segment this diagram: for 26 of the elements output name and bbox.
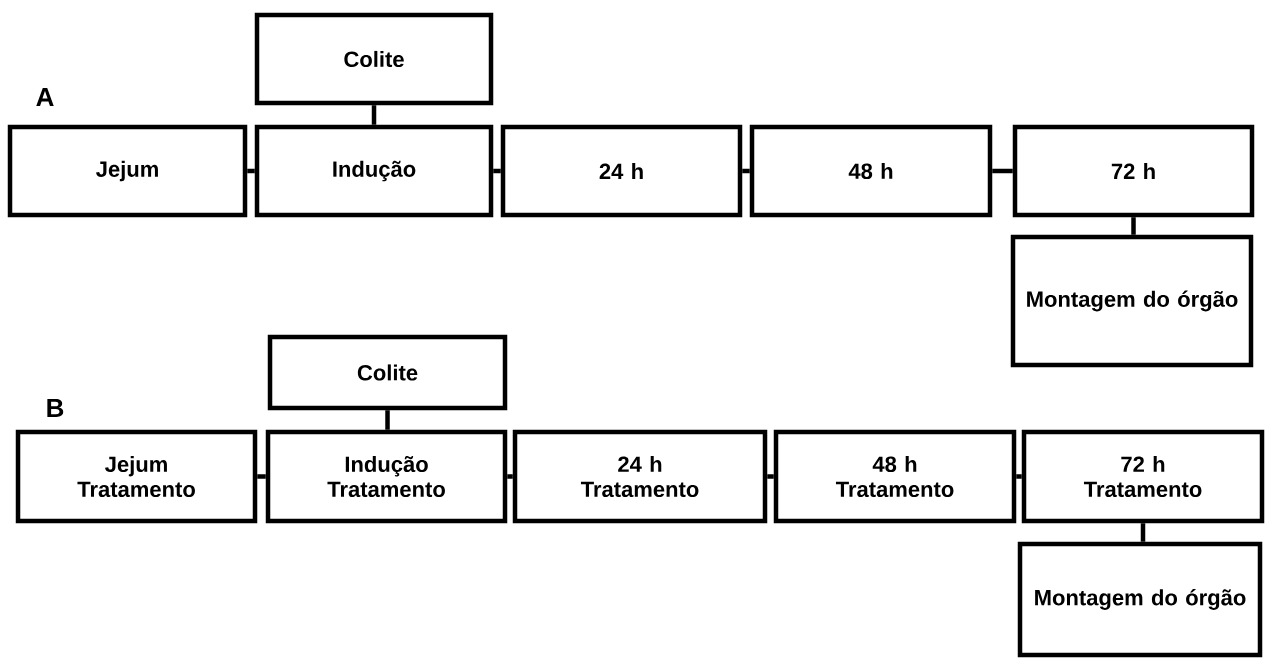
connector-line [493,168,501,174]
connector-line [385,410,390,430]
step-box: Colite [267,334,508,411]
connector-line [767,474,774,479]
step-box: Montagem do órgão [1017,541,1263,658]
step-box: 24 h [500,124,743,218]
step-box: Montagem do órgão [1010,234,1254,368]
step-box: Indução [254,124,494,218]
step-box: Indução Tratamento [265,429,508,524]
connector-line [257,474,266,479]
connector-line [507,474,513,479]
step-box: 48 h Tratamento [773,429,1017,524]
step-box: 72 h Tratamento [1021,429,1265,524]
connector-line [1016,474,1022,479]
connector-line [371,105,377,125]
step-box: 24 h Tratamento [512,429,768,524]
connector-line [742,168,750,174]
step-box: 48 h [749,124,993,218]
connector-line [247,168,255,174]
step-box: Jejum Tratamento [15,429,258,524]
connector-line [992,168,1013,174]
step-box: Jejum [7,124,248,218]
step-box: 72 h [1012,124,1255,218]
connector-line [1131,217,1136,235]
step-box: Colite [254,12,494,106]
connector-line [1140,523,1146,542]
